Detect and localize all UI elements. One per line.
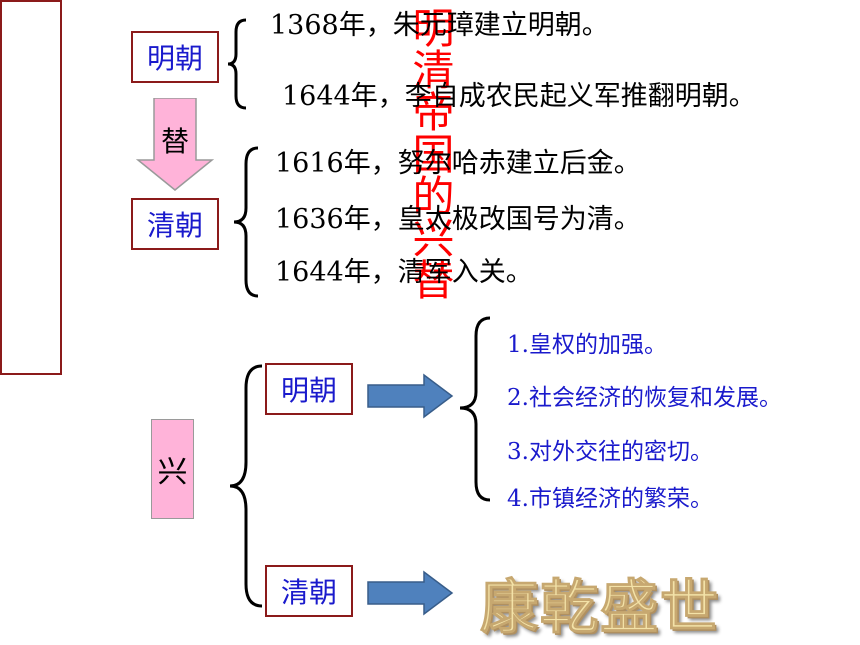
- ming-point-4: 4.市镇经济的繁荣。: [507, 486, 713, 512]
- transition-label: 替: [160, 125, 189, 158]
- rise-box: 兴: [151, 419, 194, 519]
- qing-label-bottom: 清朝: [280, 576, 337, 609]
- transition-arrow: [136, 98, 214, 191]
- qing-event-1: 1616年，努尔哈赤建立后金。: [275, 148, 641, 179]
- qing-arrow: [367, 570, 454, 616]
- ming-box-bottom: 明朝: [265, 363, 353, 415]
- qing-box-top: 清朝: [131, 198, 219, 250]
- qing-event-2: 1636年，皇太极改国号为清。: [275, 204, 641, 235]
- title-box: 明清帝国的兴替: [0, 0, 455, 375]
- brace-ming-points: [459, 316, 491, 502]
- ming-label-bottom: 明朝: [280, 374, 337, 407]
- qing-label-top: 清朝: [146, 209, 203, 242]
- ming-point-3: 3.对外交往的密切。: [507, 439, 713, 465]
- brace-qing-events: [233, 146, 259, 298]
- qing-event-3: 1644年，清军入关。: [275, 257, 533, 288]
- brace-bottom: [229, 364, 263, 608]
- ming-event-1: 1368年，朱元璋建立明朝。: [270, 10, 609, 41]
- qing-slogan: 康乾盛世: [479, 573, 721, 642]
- brace-ming-events: [227, 18, 247, 110]
- ming-arrow: [367, 373, 454, 419]
- ming-event-2: 1644年，李自成农民起义军推翻明朝。: [282, 81, 756, 112]
- ming-point-1: 1.皇权的加强。: [507, 332, 667, 358]
- ming-label-top: 明朝: [146, 42, 203, 75]
- rise-label: 兴: [157, 455, 188, 490]
- diagram-title-text: 明清帝国的兴替: [406, 6, 455, 300]
- ming-box-top: 明朝: [131, 31, 219, 83]
- diagram-title: 明清帝国的兴替: [0, 6, 860, 312]
- ming-point-2: 2.社会经济的恢复和发展。: [507, 385, 782, 411]
- qing-box-bottom: 清朝: [265, 565, 353, 617]
